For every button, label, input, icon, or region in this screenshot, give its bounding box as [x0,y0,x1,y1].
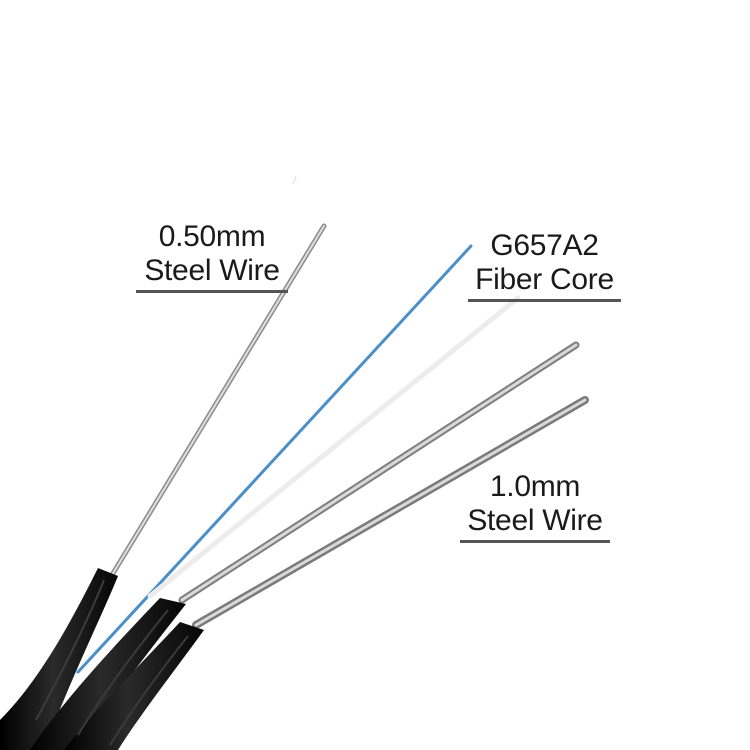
jacket-highlight-left [35,579,105,721]
label-fiber-core-type: G657A2 [490,229,599,262]
label-steel-wire-large-name: Steel Wire [460,504,610,543]
cable-jacket-left [0,568,118,750]
label-steel-wire-large-size: 1.0mm [489,470,581,503]
label-steel-wire-large: 1.0mm Steel Wire [460,470,610,543]
fiber-core-strand [76,244,473,674]
label-fiber-core-name: Fiber Core [468,263,621,302]
label-steel-wire-small-size: 0.50mm [158,220,266,253]
label-steel-wire-small-name: Steel Wire [136,254,288,293]
steel-wire-large-lower [194,398,587,627]
steel-wire-small [111,225,325,576]
jacket-highlight-right [109,635,189,746]
steel-wire-large-upper [180,343,578,602]
wire-tip-highlight [292,175,297,185]
white-buffer-strand [147,295,521,599]
label-fiber-core: G657A2 Fiber Core [468,229,621,302]
label-steel-wire-small: 0.50mm Steel Wire [136,220,288,293]
cable-jacket-right [64,622,204,750]
jacket-highlight-middle [77,609,169,736]
